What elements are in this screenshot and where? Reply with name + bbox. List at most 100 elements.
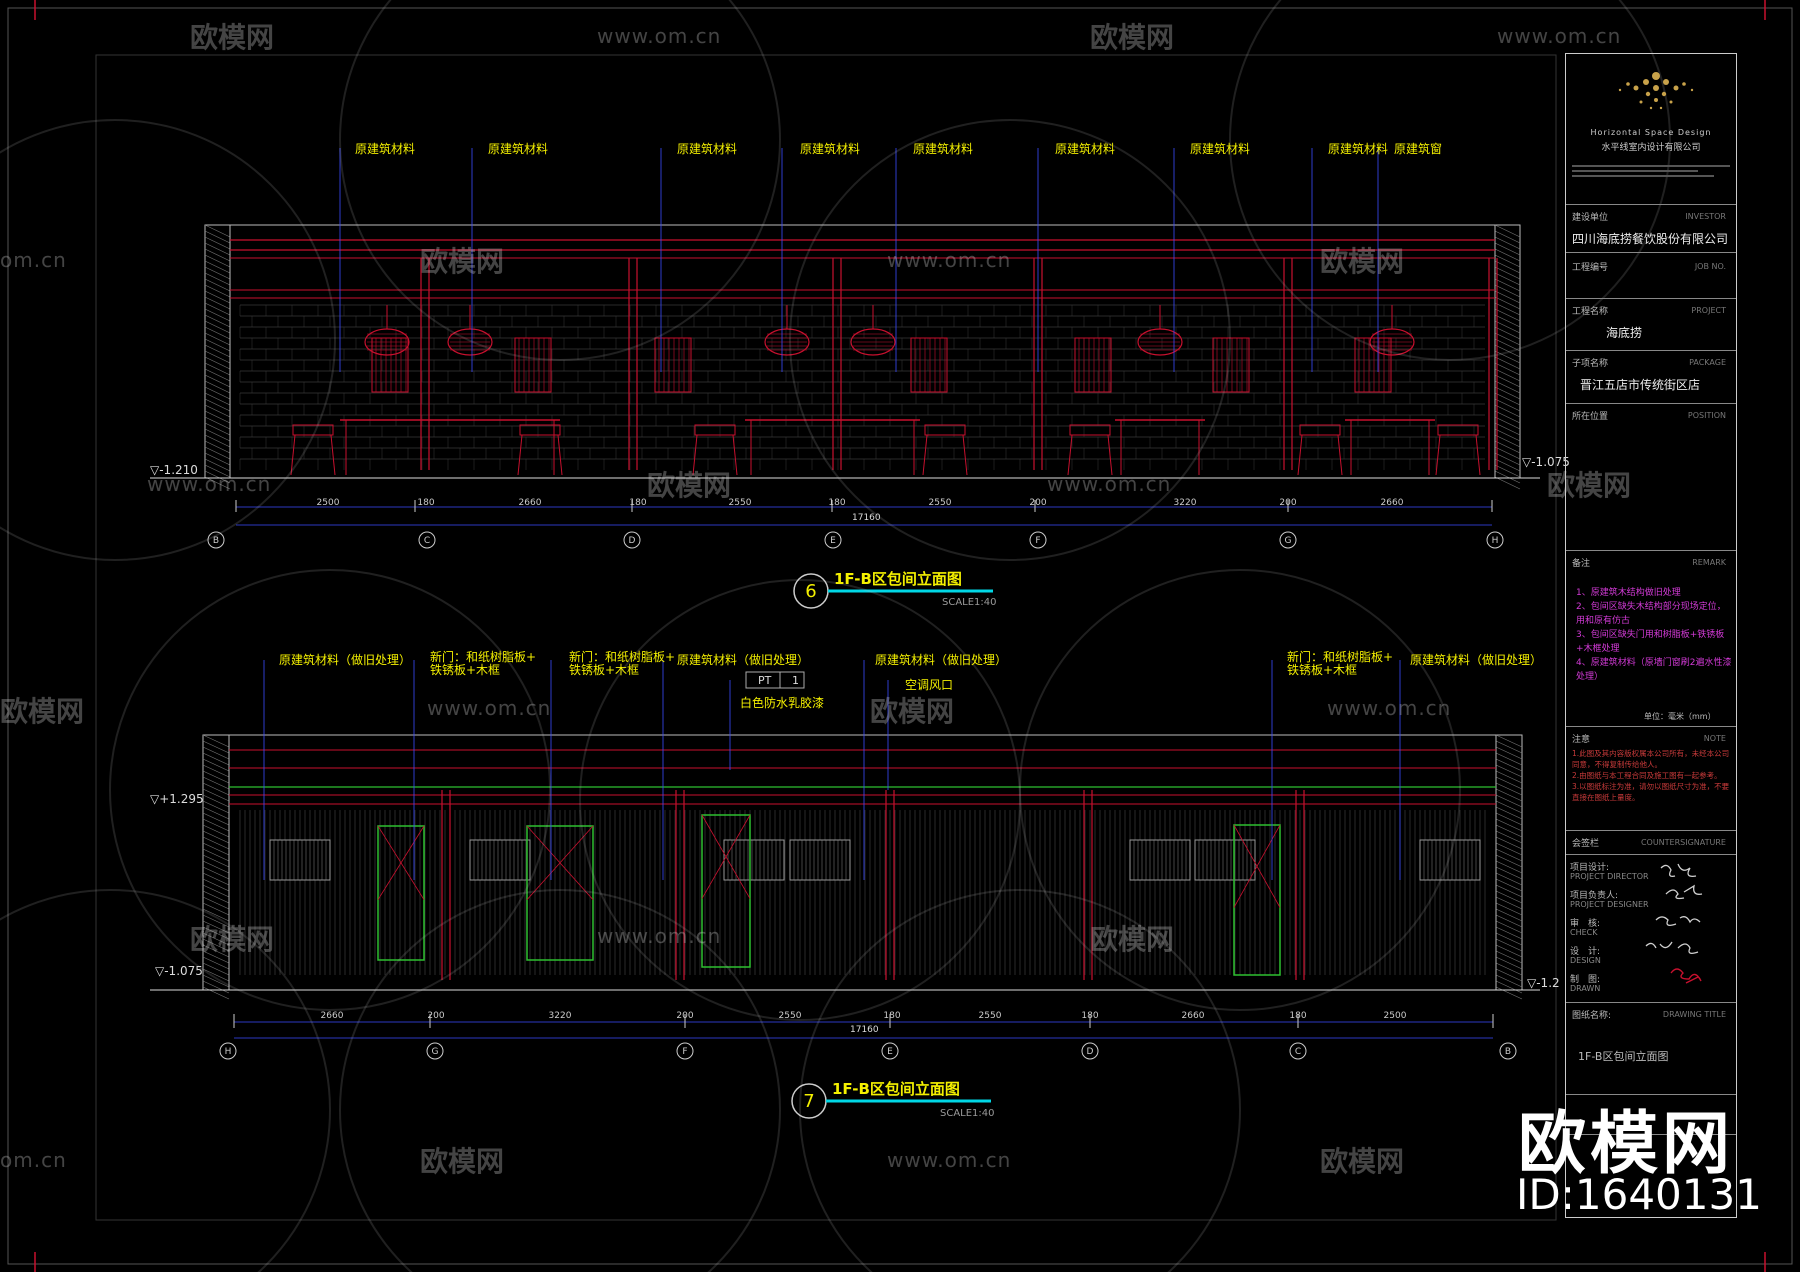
wall-hatch (202, 980, 230, 994)
wall-hatch (1494, 266, 1521, 280)
wall-hatch (1494, 368, 1521, 382)
countersign-label-en: COUNTERSIGNATURE (1640, 838, 1726, 847)
wall-hatch (1495, 848, 1523, 862)
wall-hatch (1495, 782, 1523, 796)
wall-hatch (204, 356, 231, 370)
chair-icon (519, 424, 561, 436)
window-panel (514, 337, 552, 393)
wall-hatch (204, 470, 231, 484)
chair-leg (330, 434, 336, 476)
pt-tag-code: PT (758, 674, 772, 687)
chair-icon (694, 424, 736, 436)
wall-hatch (1495, 872, 1523, 886)
grid-label: C (424, 536, 430, 546)
wall-hatch (202, 812, 230, 826)
wall-hatch (202, 806, 230, 820)
wall-hatch (202, 842, 230, 856)
wall-hatch (204, 464, 231, 478)
wall-hatch (202, 914, 230, 928)
wall-hatch (1494, 428, 1521, 442)
watermark-ring (579, 579, 1021, 1021)
watermark-brand: 欧模网 (190, 21, 275, 54)
wall-hatch (202, 968, 230, 982)
watermark-brand: 欧模网 (1547, 469, 1632, 502)
watermark-url: www.om.cn (597, 924, 722, 948)
wall-hatch (1494, 398, 1521, 412)
wall-hatch (204, 446, 231, 460)
role-en: PROJECT DIRECTOR (1570, 872, 1649, 881)
wall-hatch (1495, 968, 1523, 982)
wall-hatch (204, 224, 231, 238)
watermark-brand: 欧模网 (420, 1145, 505, 1178)
wall-hatch (204, 440, 231, 454)
watermark-url: www.om.cn (1497, 24, 1622, 48)
wall-hatch (202, 956, 230, 970)
wall-hatch (1494, 338, 1521, 352)
wall-hatch (204, 260, 231, 274)
chair-leg (1297, 434, 1303, 476)
wall-hatch (1494, 248, 1521, 262)
dim-value: 180 (629, 498, 646, 508)
door-swing (377, 825, 425, 900)
wall-hatch (1494, 272, 1521, 286)
wall-hatch (202, 902, 230, 916)
watermark-ring (789, 119, 1231, 561)
dim-value: 3220 (1174, 498, 1197, 508)
level-6-left: ▽-1.210 (150, 463, 198, 477)
wall-hatch (204, 344, 231, 358)
dim-value: 180 (883, 1011, 900, 1021)
wall-hatch (202, 794, 230, 808)
callout-6-4: 原建筑材料 (800, 142, 861, 156)
watermark-brand: 欧模网 (647, 469, 732, 502)
grid-label: D (1087, 1047, 1094, 1057)
wall-hatch (1494, 434, 1521, 448)
grille-panel (1194, 839, 1256, 881)
wall-hatch (204, 374, 231, 388)
window-panel (371, 337, 409, 393)
role-row: 项目负责人: PROJECT DESIGNER (1570, 886, 1734, 914)
wall-hatch (1494, 290, 1521, 304)
wall-hatch (202, 860, 230, 874)
wall-hatch (204, 314, 231, 328)
wall-hatch (202, 950, 230, 964)
wall-hatch (1495, 854, 1523, 868)
dim-value: 200 (427, 1011, 444, 1021)
wall-hatch (202, 908, 230, 922)
role-row: 设 计: DESIGN (1570, 942, 1734, 970)
wall-hatch (202, 734, 230, 748)
wall-hatch (1494, 236, 1521, 250)
dim-value: 2550 (729, 498, 752, 508)
wall-hatch (1494, 254, 1521, 268)
wall-hatch (202, 890, 230, 904)
watermark-url: www.om.cn (147, 472, 272, 496)
wall-hatch (1495, 818, 1523, 832)
watermark-brand: 欧模网 (870, 695, 955, 728)
remark-label-en: REMARK (1692, 558, 1726, 567)
callout-6-1: 原建筑材料 (355, 142, 416, 156)
grid-label: E (887, 1047, 893, 1057)
grid-label: C (1295, 1047, 1301, 1057)
wall-hatch (1494, 260, 1521, 274)
drawing-title-label: 图纸名称: (1572, 1011, 1612, 1021)
callout-7-3: 新门：和纸树脂板+ 铁锈板+木框 (569, 650, 676, 677)
wall-hatch (1495, 896, 1523, 910)
wall-hatch (202, 866, 230, 880)
watermark-brand: 欧模网 (1320, 245, 1405, 278)
wall-hatch (1495, 776, 1523, 790)
watermark-url: www.om.cn (887, 248, 1012, 272)
wall-hatch (1494, 380, 1521, 394)
chair-leg (692, 434, 698, 476)
watermark-brand: 欧模网 (1090, 21, 1175, 54)
window-panel (1354, 337, 1392, 393)
role-en: CHECK (1570, 928, 1598, 937)
wall-hatch (1494, 464, 1521, 478)
job-label-en: JOB NO. (1694, 262, 1726, 271)
remark-item: 3、包间区缺失门用和树脂板+铁锈板+木框处理 (1576, 630, 1725, 654)
wall-hatch (204, 458, 231, 472)
role-row: 制 图: DRAWN (1570, 970, 1734, 998)
wall-hatch (202, 848, 230, 862)
grid-bubble (1081, 1042, 1099, 1060)
wall-hatch (202, 932, 230, 946)
wall-hatch (1495, 986, 1523, 1000)
grille-panel (723, 839, 785, 881)
